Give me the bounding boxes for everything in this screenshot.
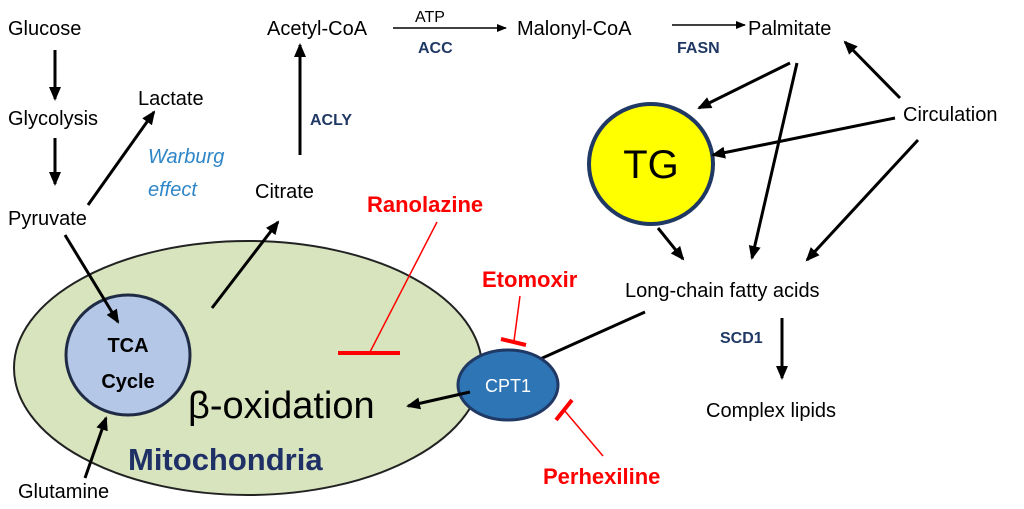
acetyl-coa-label: Acetyl-CoA [267,18,368,40]
arrow-circulation-palmitate [843,40,902,100]
warburg-label-line1: Warburg [148,146,224,168]
ranolazine-label: Ranolazine [367,192,483,217]
etomoxir-label: Etomoxir [482,267,578,292]
perhexiline-line [563,409,604,457]
palmitate-label: Palmitate [748,18,831,40]
tg-shape [587,102,715,226]
complex-lipids-label: Complex lipids [706,400,836,422]
ranolazine-line [369,221,438,353]
cpt1-shape [456,348,560,422]
perhexiline-label: Perhexiline [543,464,660,489]
citrate-label: Citrate [255,181,314,203]
malonyl-coa-label: Malonyl-CoA [517,18,632,40]
arrow-cpt1-beta-oxidation [406,390,471,410]
arrow-pyruvate-lactate [86,110,156,206]
pyruvate-label: Pyruvate [8,208,87,230]
arrow-tg-lcfa [656,227,685,261]
tg-label: TG [623,143,679,187]
scd1-label: SCD1 [720,330,763,347]
mitochondria-label: Mitochondria [128,442,323,477]
perhexiline-bar [554,398,574,422]
arrow-glutamine-tca [83,416,108,479]
tca-label-line2: Cycle [101,371,154,393]
lcfa-label: Long-chain fatty acids [625,280,820,302]
glutamine-label: Glutamine [18,481,109,503]
arrow-palmitate-lcfa [748,62,799,260]
acly-label: ACLY [310,112,352,129]
acc-label: ACC [418,40,453,57]
circulation-label: Circulation [903,104,997,126]
lactate-label: Lactate [138,88,204,110]
tca-label-line1: TCA [107,335,148,357]
warburg-label-line2: effect [148,179,198,201]
arrow-circulation-lcfa [805,138,920,262]
arrow-palmitate-tg [697,61,791,110]
etomoxir-line [513,295,521,342]
tca-cycle-shape [64,293,192,417]
etomoxir-bar [500,337,527,347]
fasn-label: FASN [677,40,720,57]
cpt1-lcfa-connector [537,310,646,362]
atp-label: ATP [415,9,445,26]
glucose-label: Glucose [8,18,81,40]
glycolysis-label: Glycolysis [8,108,98,130]
cpt1-label: CPT1 [485,376,531,396]
arrow-circulation-tg [711,116,896,159]
arrow-mitochondria-citrate [210,220,280,309]
arrow-pyruvate-tca [63,234,120,324]
beta-oxidation-label: β-oxidation [188,385,375,427]
